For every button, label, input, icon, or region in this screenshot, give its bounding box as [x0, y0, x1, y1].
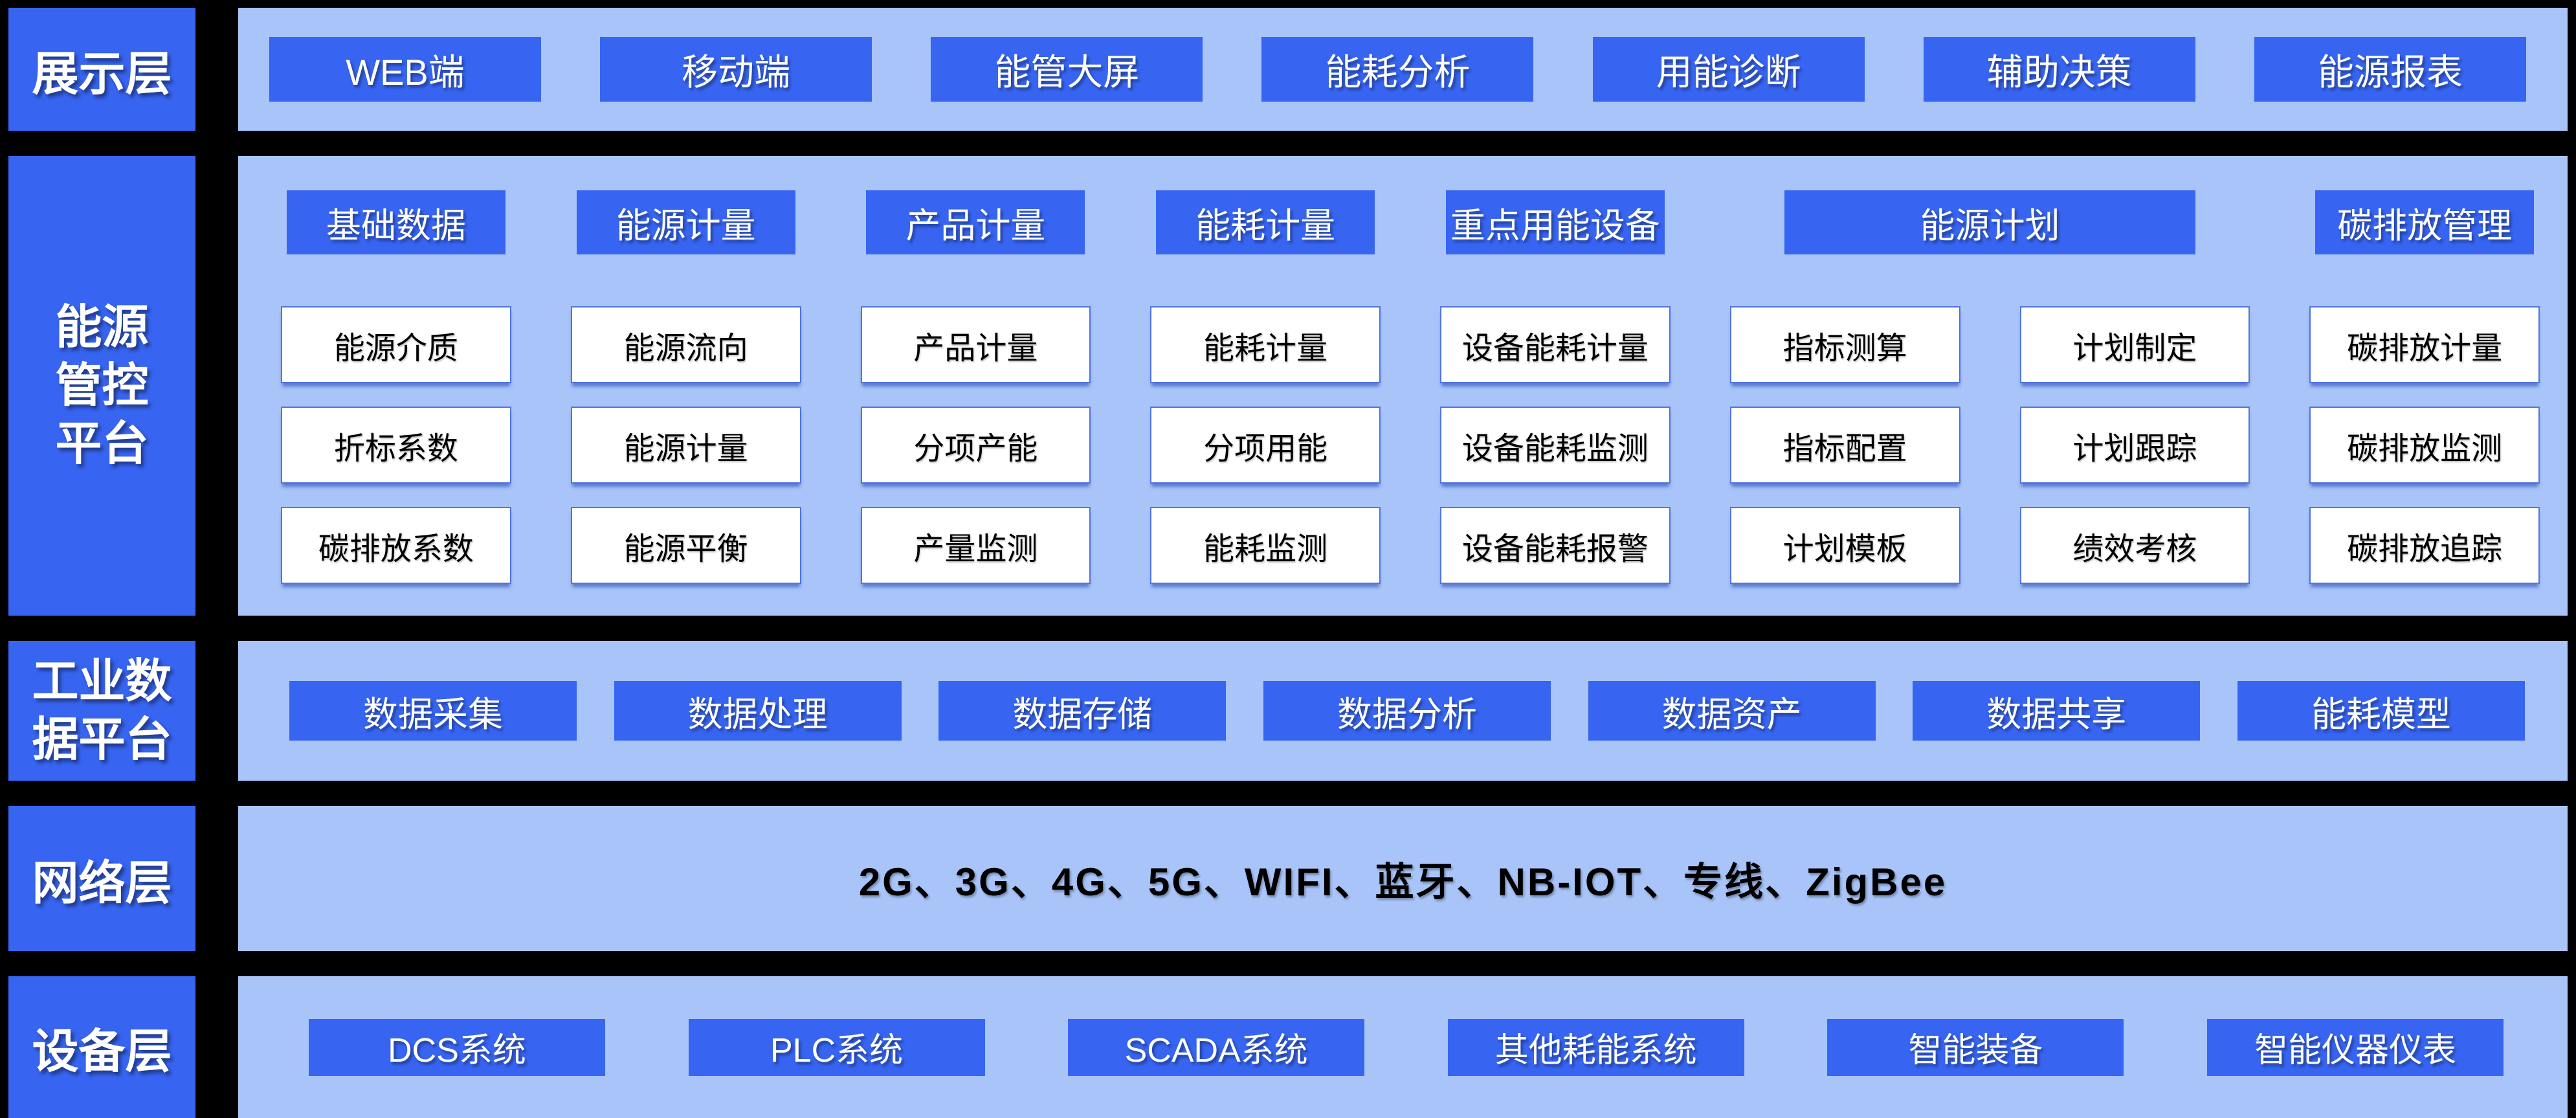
device-panel: DCS系统 PLC系统 SCADA系统 其他耗能系统 智能装备 智能仪器仪表 [238, 976, 2568, 1118]
group-header-key-equipment: 重点用能设备 [1445, 190, 1665, 254]
data-chip-assets: 数据资产 [1588, 681, 1876, 741]
layer-label-text: 工业数据平台 [32, 656, 172, 766]
device-chip-scada: SCADA系统 [1068, 1018, 1365, 1076]
group-header-basic-data: 基础数据 [286, 190, 505, 254]
module-box: 设备能耗报警 [1440, 507, 1671, 584]
module-row-3: 碳排放系数 能源平衡 产量监测 能耗监测 设备能耗报警 计划模板 绩效考核 碳排… [281, 507, 2540, 584]
layer-label-presentation: 展示层 [8, 8, 195, 131]
presentation-chip-report: 能源报表 [2254, 37, 2526, 102]
data-chip-analysis: 数据分析 [1263, 681, 1551, 741]
layer-label-network: 网络层 [8, 806, 195, 951]
presentation-chip-decision: 辅助决策 [1923, 37, 2195, 102]
module-box: 分项用能 [1150, 407, 1381, 484]
module-box: 计划跟踪 [2019, 407, 2250, 484]
layer-label-energy-platform: 能源管控平台 [8, 156, 195, 616]
layer-label-text: 能源管控平台 [55, 302, 149, 470]
presentation-chip-analysis: 能耗分析 [1261, 37, 1534, 102]
module-box: 碳排放追踪 [2309, 507, 2540, 584]
module-box: 能耗监测 [1150, 507, 1381, 584]
group-header-row: 基础数据 能源计量 产品计量 能耗计量 重点用能设备 能源计划 碳排放管理 [281, 190, 2540, 254]
energy-platform-panel: 基础数据 能源计量 产品计量 能耗计量 重点用能设备 能源计划 碳排放管理 能源… [238, 156, 2568, 616]
device-chip-smart-equipment: 智能装备 [1827, 1018, 2124, 1076]
module-box: 绩效考核 [2019, 507, 2250, 584]
layer-network: 网络层 2G、3G、4G、5G、WIFI、蓝牙、NB-IOT、专线、ZigBee [8, 806, 2568, 951]
presentation-chip-mobile: 移动端 [600, 37, 872, 102]
group-header-energy-plan: 能源计划 [1784, 190, 2195, 254]
layer-label-text: 网络层 [32, 857, 172, 910]
device-chip-plc: PLC系统 [688, 1018, 985, 1076]
layer-label-device: 设备层 [8, 976, 195, 1118]
device-chip-other-systems: 其他耗能系统 [1447, 1018, 1744, 1076]
module-box: 碳排放系数 [281, 507, 511, 584]
layer-label-data-platform: 工业数据平台 [8, 641, 195, 781]
module-box: 计划制定 [2019, 306, 2250, 383]
presentation-chip-web: WEB端 [269, 37, 541, 102]
device-chip-smart-instruments: 智能仪器仪表 [2206, 1018, 2504, 1076]
presentation-chip-diagnosis: 用能诊断 [1592, 37, 1865, 102]
layer-device: 设备层 DCS系统 PLC系统 SCADA系统 其他耗能系统 智能装备 智能仪器… [8, 976, 2568, 1118]
data-chip-sharing: 数据共享 [1913, 681, 2201, 741]
data-chip-energy-model: 能耗模型 [2237, 681, 2525, 741]
layer-presentation: 展示层 WEB端 移动端 能管大屏 能耗分析 用能诊断 辅助决策 能源报表 [8, 8, 2568, 131]
data-platform-panel: 数据采集 数据处理 数据存储 数据分析 数据资产 数据共享 能耗模型 [238, 641, 2568, 781]
module-box: 能耗计量 [1150, 306, 1381, 383]
module-box: 设备能耗计量 [1440, 306, 1671, 383]
network-panel: 2G、3G、4G、5G、WIFI、蓝牙、NB-IOT、专线、ZigBee [238, 806, 2568, 951]
module-row-1: 能源介质 能源流向 产品计量 能耗计量 设备能耗计量 指标测算 计划制定 碳排放… [281, 306, 2540, 383]
module-box: 计划模板 [1729, 507, 1960, 584]
data-chip-storage: 数据存储 [938, 681, 1227, 741]
group-header-product-metering: 产品计量 [866, 190, 1085, 254]
module-box: 折标系数 [281, 407, 511, 484]
module-box: 碳排放计量 [2309, 306, 2540, 383]
layer-energy-platform: 能源管控平台 基础数据 能源计量 产品计量 能耗计量 重点用能设备 能源计划 碳… [8, 156, 2568, 616]
group-header-carbon-management: 碳排放管理 [2315, 190, 2535, 254]
module-box: 指标配置 [1729, 407, 1960, 484]
device-chip-dcs: DCS系统 [309, 1018, 605, 1076]
presentation-chip-dashboard: 能管大屏 [931, 37, 1203, 102]
data-chip-collection: 数据采集 [289, 681, 577, 741]
module-box: 能源平衡 [570, 507, 801, 584]
module-box: 能源流向 [570, 306, 801, 383]
network-technologies-text: 2G、3G、4G、5G、WIFI、蓝牙、NB-IOT、专线、ZigBee [858, 860, 1948, 904]
module-box: 设备能耗监测 [1440, 407, 1671, 484]
module-box: 产量监测 [860, 507, 1091, 584]
module-box: 碳排放监测 [2309, 407, 2540, 484]
layer-label-text: 设备层 [32, 1026, 172, 1078]
module-box: 产品计量 [860, 306, 1091, 383]
data-chip-processing: 数据处理 [614, 681, 902, 741]
layer-label-text: 展示层 [32, 48, 172, 100]
module-box: 能源计量 [570, 407, 801, 484]
group-header-energy-metering: 能源计量 [576, 190, 795, 254]
group-header-consumption-metering: 能耗计量 [1156, 190, 1375, 254]
layer-data-platform: 工业数据平台 数据采集 数据处理 数据存储 数据分析 数据资产 数据共享 能耗模… [8, 641, 2568, 781]
module-box: 指标测算 [1729, 306, 1960, 383]
module-row-2: 折标系数 能源计量 分项产能 分项用能 设备能耗监测 指标配置 计划跟踪 碳排放… [281, 407, 2540, 484]
module-box: 能源介质 [281, 306, 511, 383]
module-box: 分项产能 [860, 407, 1091, 484]
presentation-panel: WEB端 移动端 能管大屏 能耗分析 用能诊断 辅助决策 能源报表 [238, 8, 2568, 131]
